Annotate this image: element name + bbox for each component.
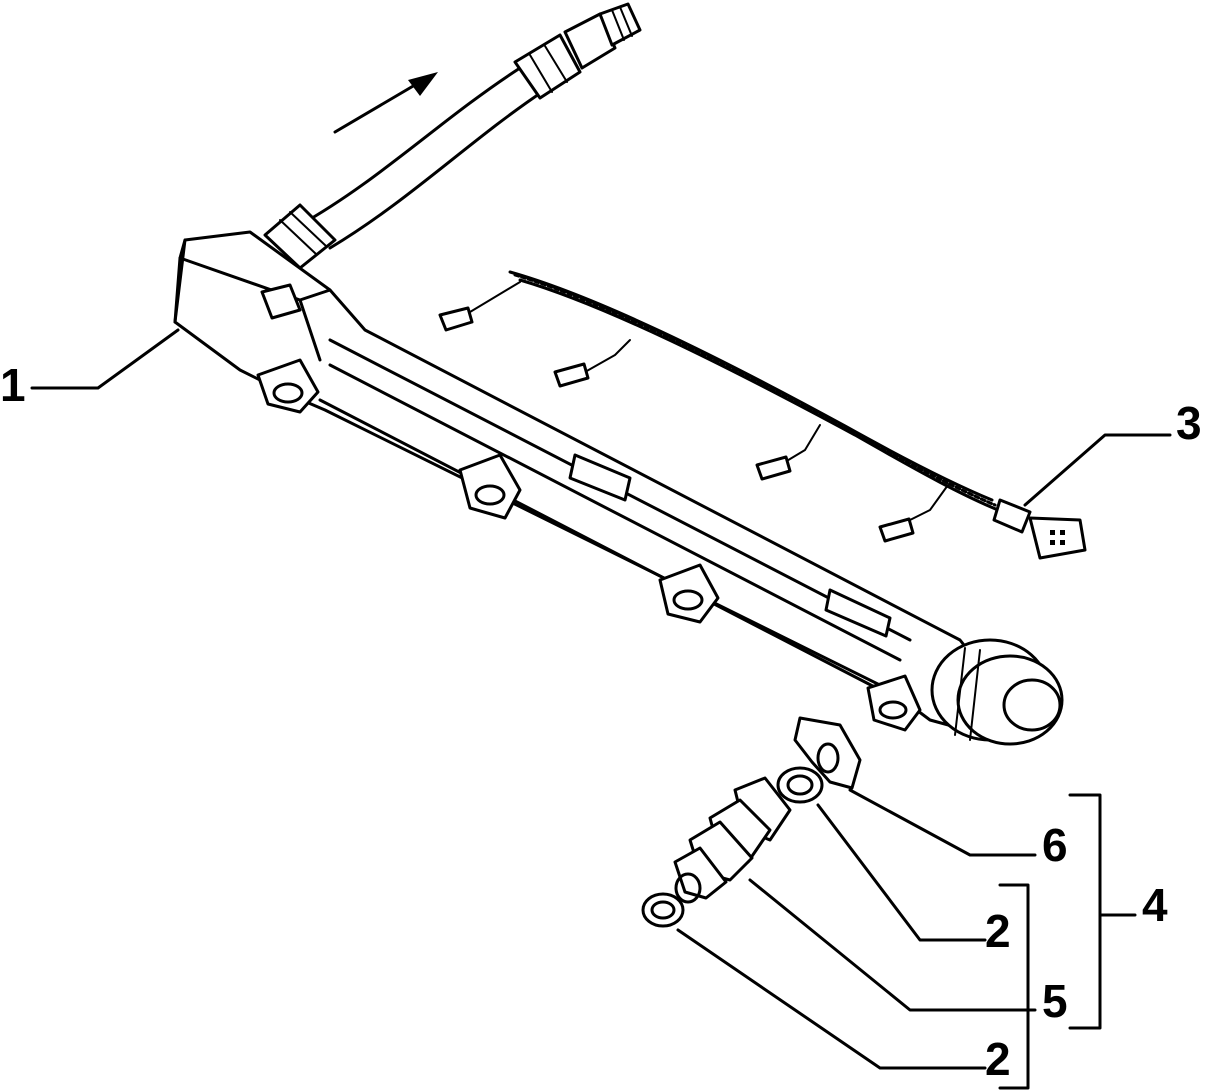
callout-2-upper: 2 [985, 905, 1011, 957]
callout-5: 5 [1042, 975, 1068, 1027]
lower-o-ring [641, 892, 685, 928]
leader-2-lower [676, 928, 987, 1070]
leader-6 [848, 788, 1037, 857]
fuel-rail [173, 230, 1064, 746]
callout-6: 6 [1042, 819, 1068, 871]
callout-2-lower: 2 [985, 1033, 1011, 1085]
bracket-5 [998, 883, 1030, 1090]
injector-wiring-harness [438, 270, 1087, 560]
leader-2-upper [816, 803, 987, 942]
leader-1 [30, 328, 180, 390]
callout-3: 3 [1176, 397, 1202, 449]
bracket-4 [1068, 793, 1102, 1030]
leader-5 [748, 878, 1037, 1012]
leader-3 [1023, 433, 1172, 507]
callout-4: 4 [1142, 879, 1168, 931]
fuel-feed-hose [263, 2, 642, 270]
callout-1: 1 [0, 359, 26, 411]
flow-direction-arrow [333, 72, 438, 134]
upper-o-ring [776, 766, 824, 804]
injector-clip [793, 716, 862, 790]
fuel-injector [673, 776, 792, 904]
